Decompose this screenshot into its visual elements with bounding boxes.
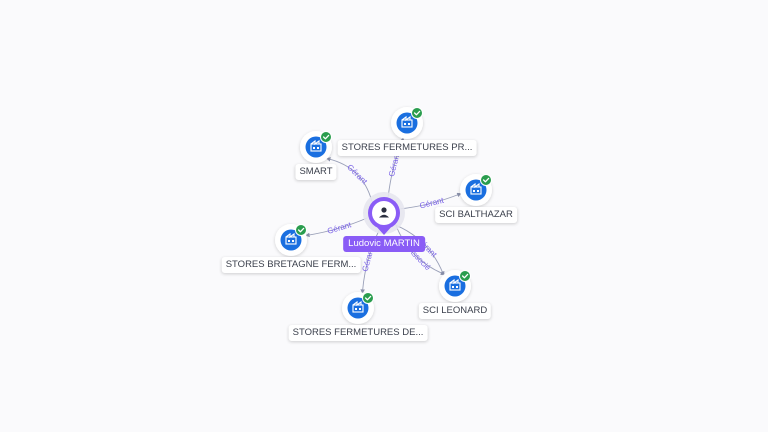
building-icon xyxy=(310,139,322,152)
company-label-stores-fermetures-pr[interactable]: STORES FERMETURES PR... xyxy=(337,140,477,156)
company-node-stores-fermetures-pr[interactable] xyxy=(391,107,423,139)
company-node-smart[interactable] xyxy=(300,131,332,163)
building-icon xyxy=(470,182,482,195)
nodes-layer xyxy=(275,107,492,324)
company-label-smart[interactable]: SMART xyxy=(295,164,337,180)
edge-stores-fermetures-de xyxy=(360,229,380,294)
verified-check-icon xyxy=(480,174,492,186)
edge-sci-leonard xyxy=(395,225,446,275)
person-icon xyxy=(379,207,389,218)
company-label-stores-bretagne[interactable]: STORES BRETAGNE FERM... xyxy=(221,257,361,273)
building-icon xyxy=(449,278,461,291)
verified-check-icon xyxy=(320,131,332,143)
company-node-stores-bretagne[interactable] xyxy=(275,224,307,256)
verified-check-icon xyxy=(362,292,374,304)
company-node-sci-leonard[interactable] xyxy=(439,270,471,302)
verified-check-icon xyxy=(411,107,423,119)
company-node-sci-balthazar[interactable] xyxy=(460,174,492,206)
edge-smart xyxy=(326,157,373,202)
company-label-sci-balthazar[interactable]: SCI BALTHAZAR xyxy=(435,207,517,223)
person-label[interactable]: Ludovic MARTIN xyxy=(343,236,425,252)
verified-check-icon xyxy=(459,270,471,282)
company-node-stores-fermetures-de[interactable] xyxy=(342,292,374,324)
edge-label: Gérant xyxy=(345,163,369,187)
person-node[interactable] xyxy=(363,192,405,235)
building-icon xyxy=(401,115,413,128)
building-icon xyxy=(352,300,364,313)
company-label-stores-fermetures-de[interactable]: STORES FERMETURES DE... xyxy=(288,325,428,341)
edge-stores-bretagne xyxy=(305,217,368,238)
verified-check-icon xyxy=(295,224,307,236)
edge-label: Gérant xyxy=(326,220,353,236)
building-icon xyxy=(285,232,297,245)
edge-sci-balthazar xyxy=(400,192,462,210)
company-label-sci-leonard[interactable]: SCI LEONARD xyxy=(418,303,492,319)
